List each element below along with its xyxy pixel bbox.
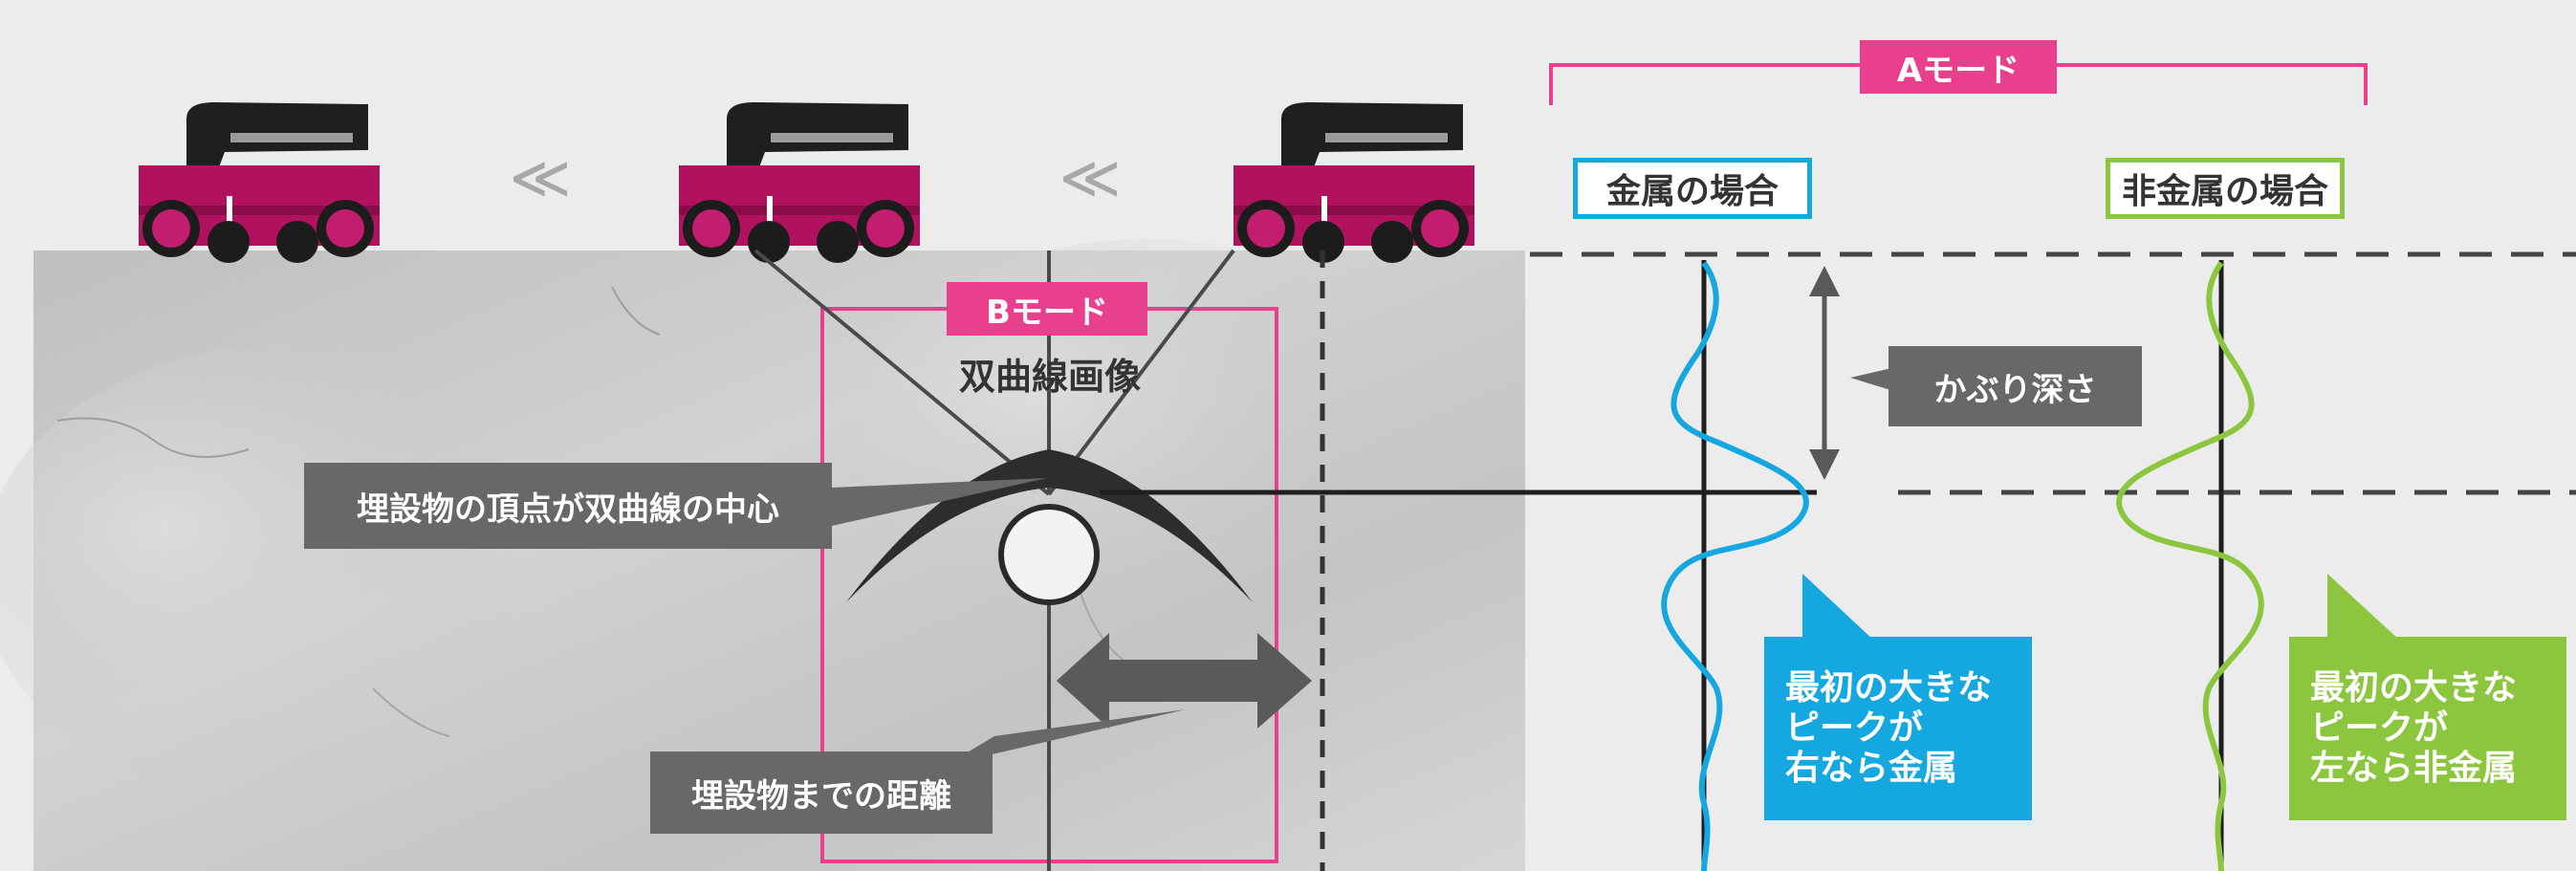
nonmetal-note-line-3: 左なら非金属 <box>2310 749 2518 788</box>
metal-note-line-2: ピークが <box>1785 708 1924 748</box>
movement-direction-icon: ≪ <box>1059 142 1122 212</box>
metal-note-line-3: 右なら金属 <box>1785 749 1958 788</box>
nonmetal-case-label: 非金属の場合 <box>2106 158 2345 219</box>
nonmetal-note-line-2: ピークが <box>2310 708 2449 748</box>
hyperbola-shape <box>846 449 1253 602</box>
nonmetal-waveform <box>2116 261 2264 871</box>
buried-object-icon <box>998 504 1100 605</box>
hyperbola-image-label: 双曲線画像 <box>958 355 1141 398</box>
distance-callout: 埋設物までの距離 <box>650 751 993 834</box>
movement-direction-icon: ≪ <box>509 142 572 212</box>
scanner-device-icon <box>1233 102 1474 263</box>
metal-waveform <box>1661 261 1809 871</box>
a-mode-label: Aモード <box>1860 40 2057 94</box>
nonmetal-note: 最初の大きな ピークが 左なら非金属 <box>2289 637 2566 820</box>
scanner-device-icon <box>679 102 920 263</box>
metal-note-line-1: 最初の大きな <box>1785 668 1993 708</box>
distance-arrow <box>1057 633 1312 729</box>
metal-note: 最初の大きな ピークが 右なら金属 <box>1764 637 2032 820</box>
nonmetal-note-line-1: 最初の大きな <box>2310 668 2518 708</box>
cover-depth-callout: かぶり深さ <box>1888 346 2142 426</box>
b-mode-label: Bモード <box>947 282 1147 336</box>
vertex-center-callout: 埋設物の頂点が双曲線の中心 <box>304 463 832 549</box>
scanner-device-icon <box>139 102 380 263</box>
metal-case-label: 金属の場合 <box>1573 158 1812 219</box>
